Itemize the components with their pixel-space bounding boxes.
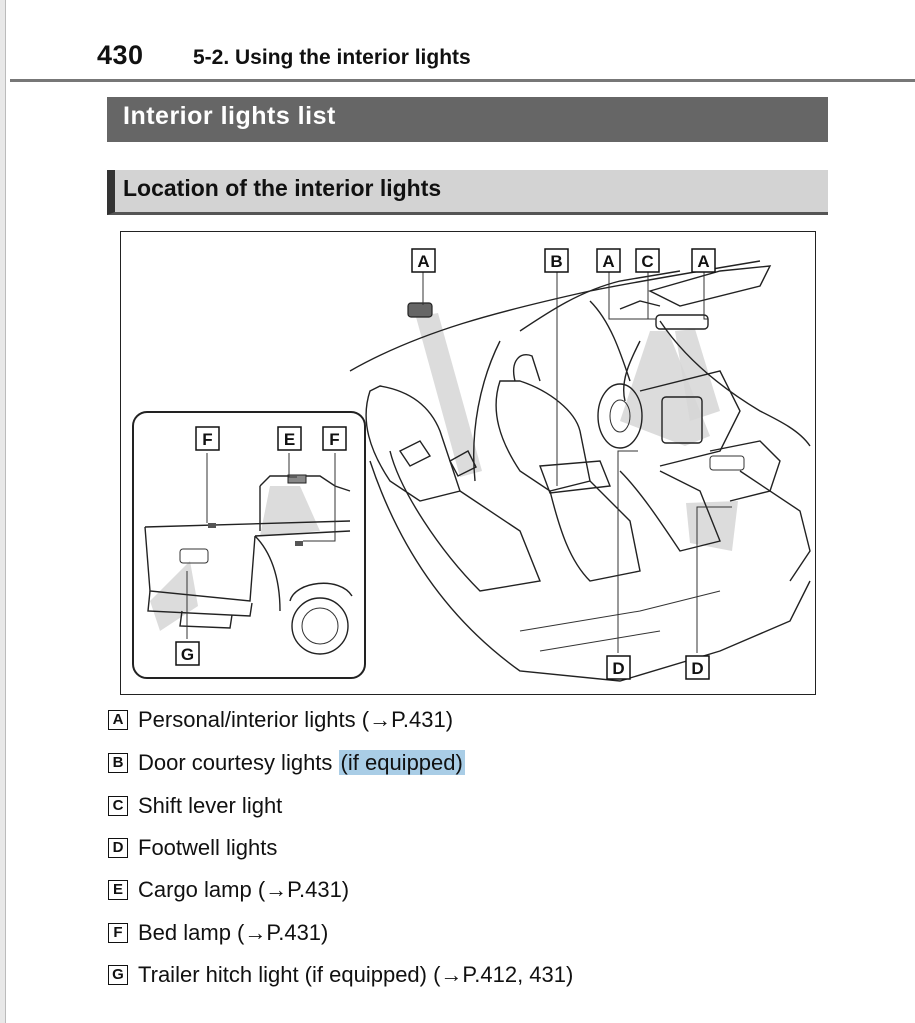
legend-text: Bed lamp (→P.431) (138, 920, 329, 945)
legend-key: A (108, 710, 128, 730)
callout-b: B (544, 248, 569, 273)
page-heading: Interior lights list (107, 97, 828, 142)
callout-a-overhead: A (411, 248, 436, 273)
callout-a-left: A (596, 248, 621, 273)
legend-key: F (108, 923, 128, 943)
legend-text: Personal/interior lights (→P.431) (138, 707, 454, 732)
header-divider (10, 79, 915, 82)
callout-d-right: D (685, 655, 710, 680)
svg-text:E: E (284, 430, 295, 449)
subheading: Location of the interior lights (107, 170, 828, 215)
callout-c: C (635, 248, 660, 273)
legend-text: Shift lever light (138, 793, 283, 818)
svg-text:G: G (181, 645, 194, 664)
legend-key: D (108, 838, 128, 858)
svg-text:D: D (691, 659, 703, 678)
svg-text:F: F (202, 430, 212, 449)
callout-f-left: F (195, 426, 220, 451)
callout-a-right: A (691, 248, 716, 273)
callout-d-left: D (606, 655, 631, 680)
section-title: 5-2. Using the interior lights (193, 46, 471, 69)
page-edge (0, 0, 6, 1023)
svg-text:A: A (417, 252, 429, 271)
callout-e: E (277, 426, 302, 451)
interior-lights-diagram: A B A C A F E F G D D (120, 231, 816, 695)
svg-text:A: A (697, 252, 709, 271)
legend-text: Cargo lamp (→P.431) (138, 877, 350, 902)
svg-text:C: C (641, 252, 653, 271)
legend-text: Trailer hitch light (if equipped) (→P.41… (138, 962, 574, 987)
callout-f-right: F (322, 426, 347, 451)
svg-text:D: D (612, 659, 624, 678)
legend-key: C (108, 796, 128, 816)
svg-text:A: A (602, 252, 614, 271)
legend-text: Footwell lights (138, 835, 278, 860)
svg-text:B: B (550, 252, 562, 271)
legend-text-main: Door courtesy lights (138, 750, 339, 775)
legend-key: G (108, 965, 128, 985)
callout-g: G (175, 641, 200, 666)
page-number: 430 (97, 40, 144, 70)
svg-text:F: F (329, 430, 339, 449)
legend-text: Door courtesy lights (if equipped) (138, 749, 465, 777)
legend-key: B (108, 753, 128, 773)
highlighted-text[interactable]: (if equipped) (338, 750, 465, 775)
legend-key: E (108, 880, 128, 900)
